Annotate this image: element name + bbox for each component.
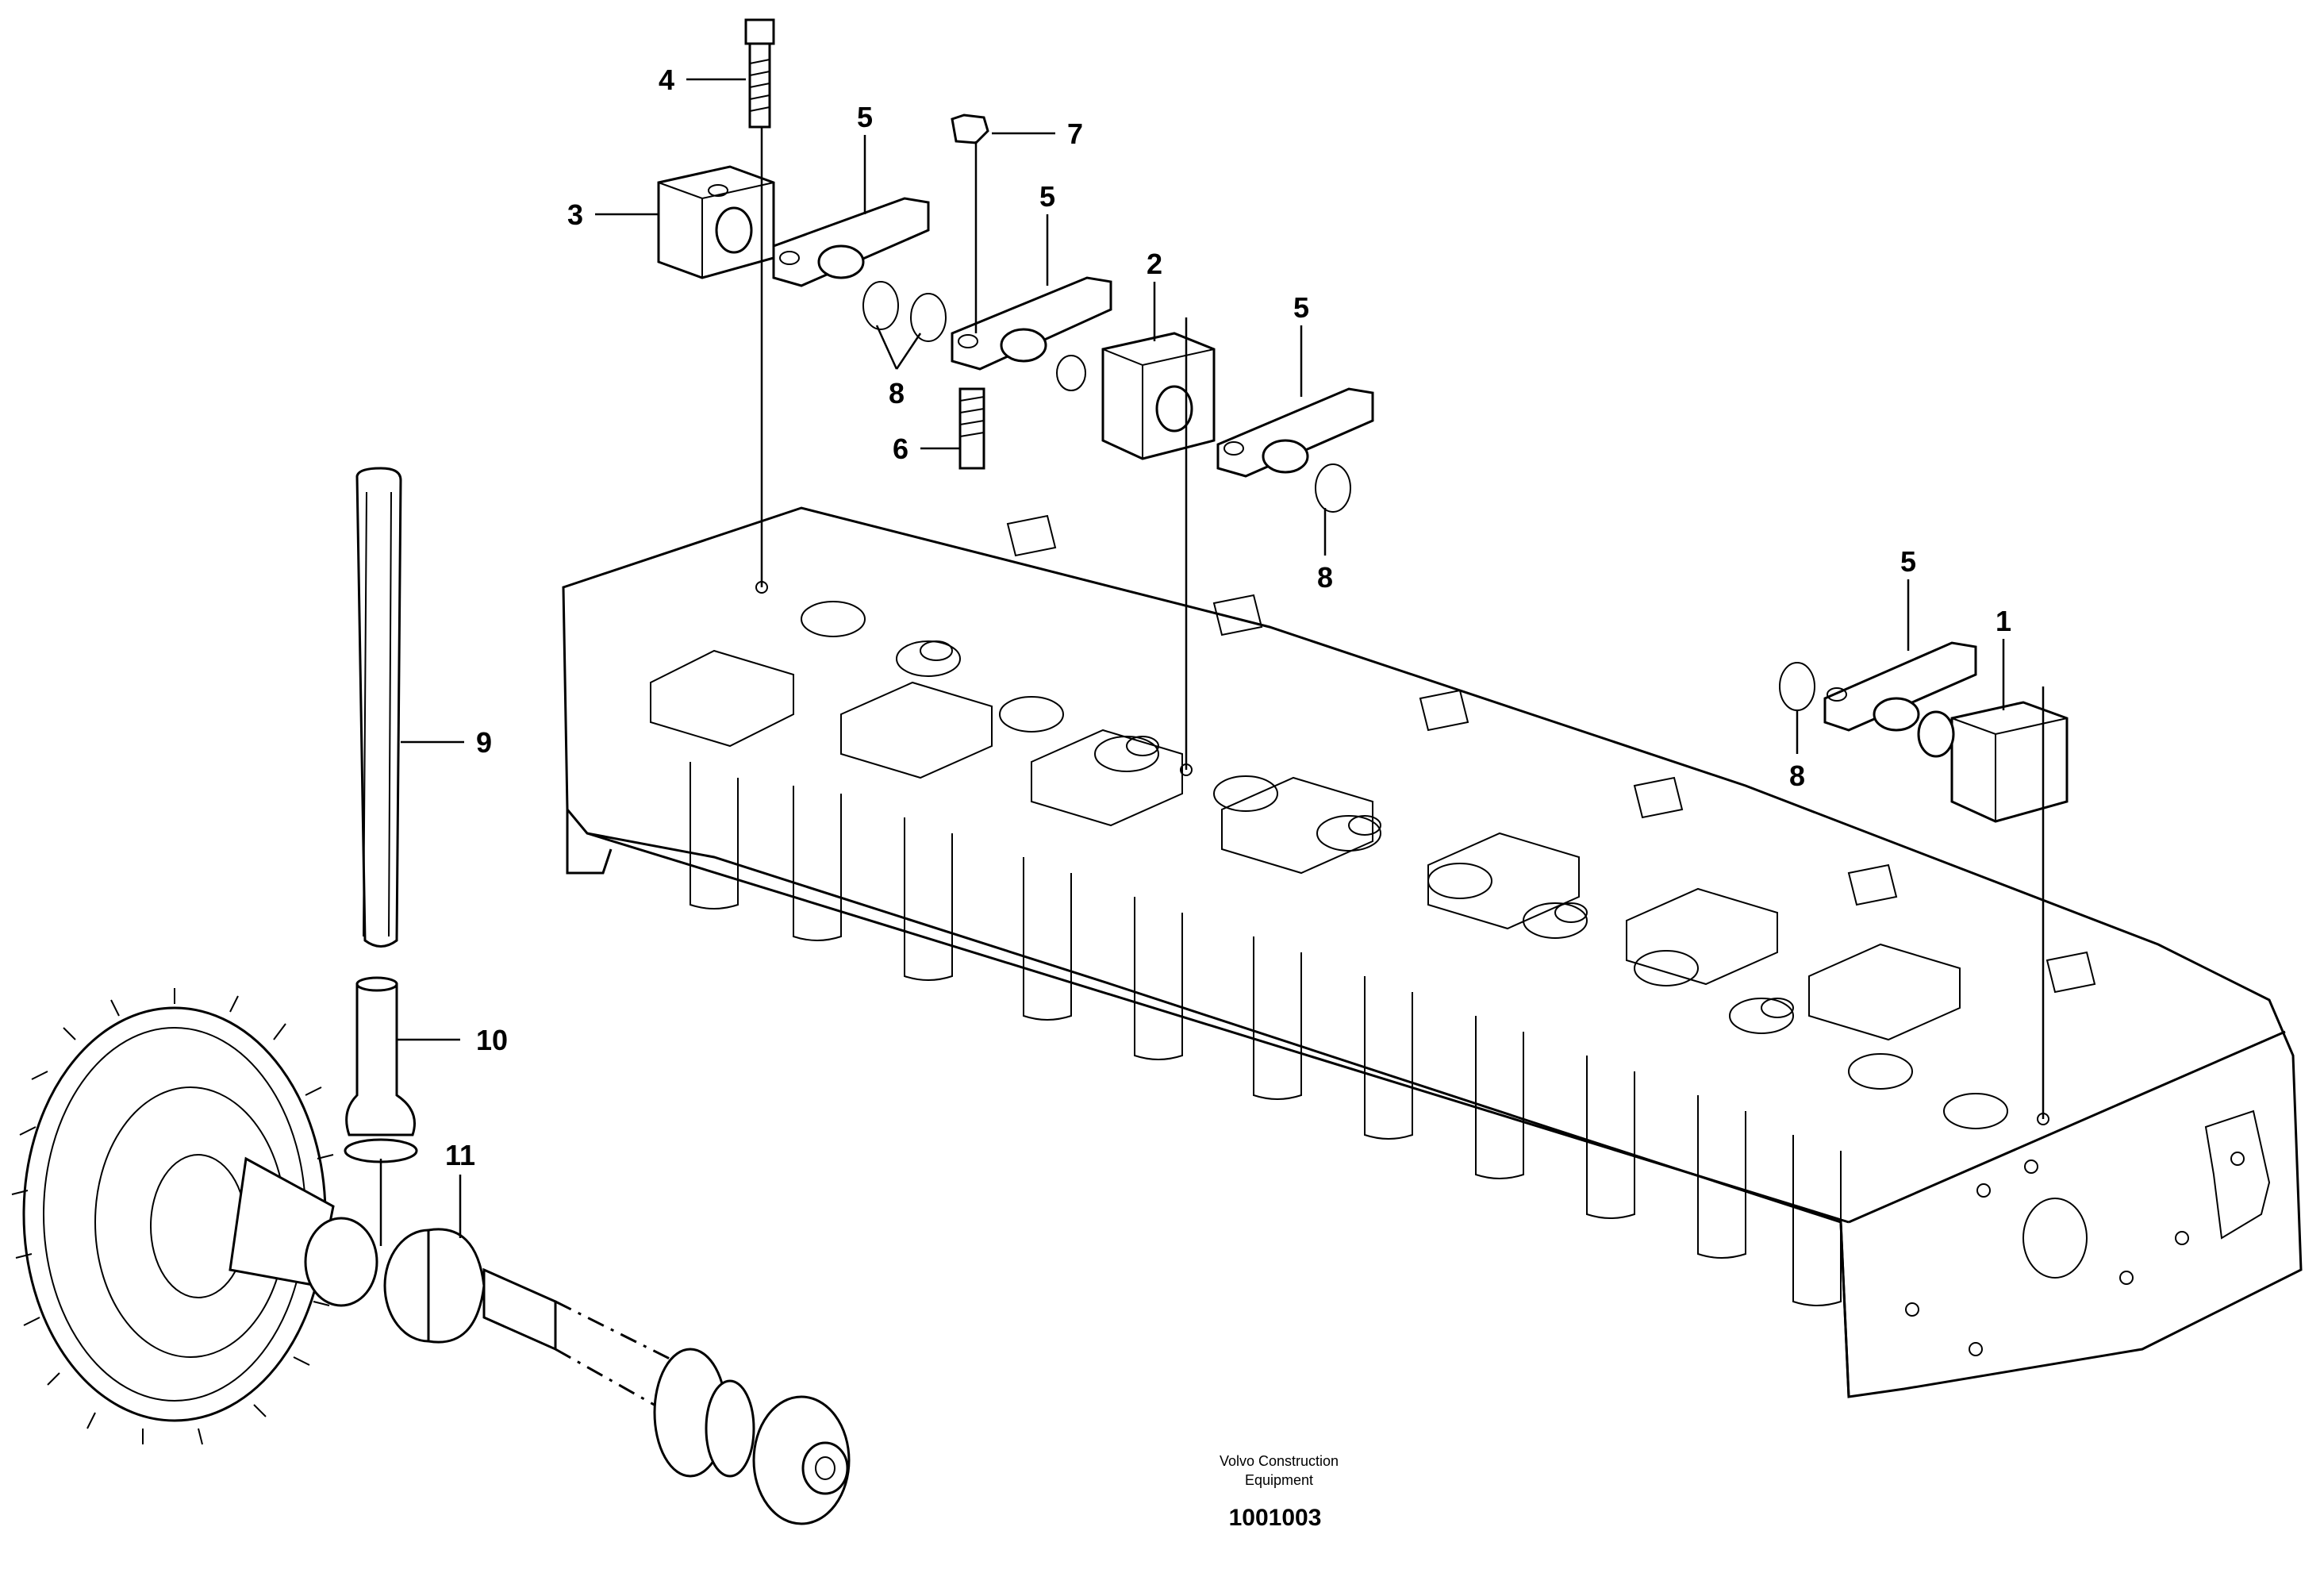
callout-2: 2 [1147, 248, 1162, 280]
rocker-arm-5d [1823, 641, 1977, 732]
callout-3: 3 [567, 198, 583, 231]
callout-10: 10 [476, 1024, 508, 1056]
rocker-arm-5c [1216, 387, 1374, 478]
callout-5-upper-middle: 5 [1039, 180, 1055, 213]
callout-8-middle: 8 [1317, 561, 1333, 594]
tappet-10 [344, 976, 418, 1163]
callout-7: 7 [1067, 117, 1083, 150]
cylinder-head [562, 506, 2303, 1398]
callout-8-right: 8 [1789, 760, 1805, 792]
callout-4: 4 [659, 63, 674, 96]
rocker-arm-5b [951, 276, 1112, 371]
brand-line-1: Volvo Construction [1220, 1453, 1339, 1469]
callout-5-upper-right: 5 [1293, 291, 1309, 324]
footer: Volvo Construction Equipment 1001003 [1220, 1453, 1339, 1531]
document-number: 1001003 [1229, 1505, 1322, 1531]
rocker-bracket-2 [1056, 332, 1216, 460]
callout-labels: 1 2 3 4 5 5 5 5 6 7 8 8 8 9 10 11 [445, 63, 2011, 1171]
circlip-8b [1315, 463, 1351, 513]
camshaft-11 [229, 1156, 851, 1525]
nut-7 [951, 113, 989, 144]
rocker-bracket-3 [657, 165, 775, 279]
rocker-arm-5a [772, 197, 930, 287]
circlip-8c [1779, 662, 1815, 711]
brand-line-2: Equipment [1245, 1472, 1313, 1488]
callout-9: 9 [476, 726, 492, 759]
camshaft-gear [11, 988, 337, 1445]
bolt-4 [744, 18, 775, 129]
callout-leaders [397, 78, 2005, 1238]
stud-6 [958, 387, 985, 470]
push-rod-9 [355, 467, 402, 948]
assembly-lines [379, 127, 2049, 1246]
circlip-8a [862, 281, 947, 342]
callout-5-upper-left: 5 [857, 101, 873, 133]
callout-5-right: 5 [1900, 545, 1916, 578]
callout-8-left: 8 [889, 377, 905, 410]
callout-1: 1 [1996, 605, 2011, 637]
rocker-bracket-1 [1917, 701, 2069, 823]
callout-6: 6 [893, 433, 908, 465]
callout-11: 11 [445, 1139, 475, 1171]
